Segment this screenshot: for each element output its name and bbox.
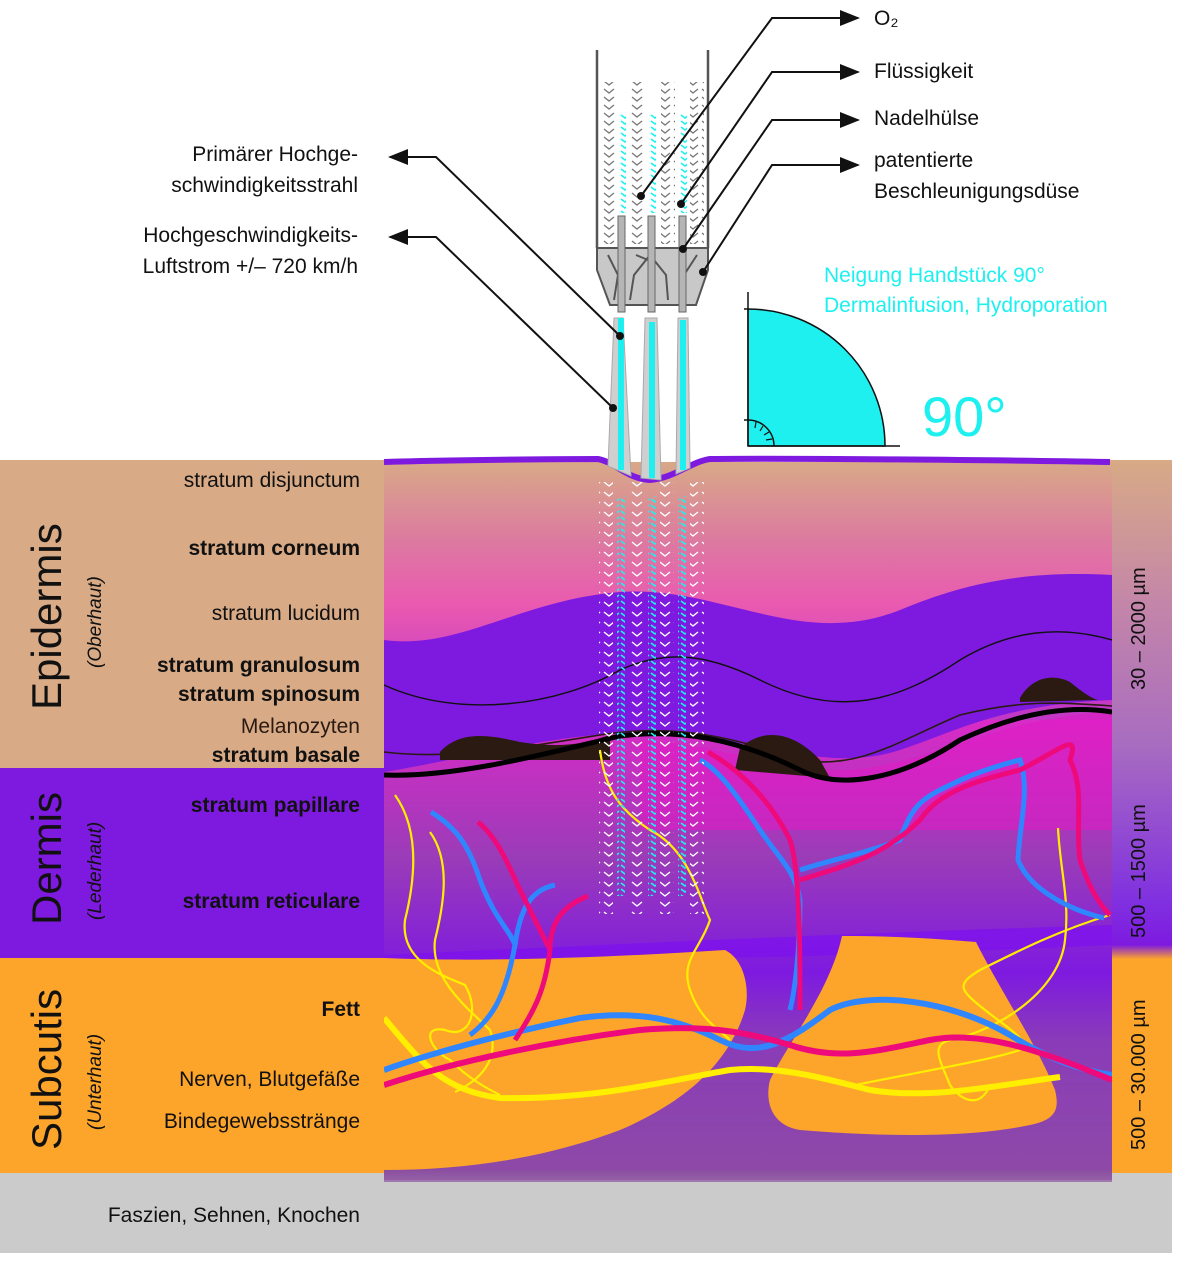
primary-jet	[680, 320, 686, 470]
subcutis-band	[0, 958, 384, 1173]
stratum-reticulare: stratum reticulare	[182, 890, 360, 913]
epidermis-thickness: 30 – 2000 µm	[1128, 567, 1150, 690]
melanocytes-label: Melanozyten	[240, 715, 360, 738]
skin-cross-section	[384, 462, 1112, 1182]
melanocyte	[1020, 677, 1098, 702]
dermis-thickness: 500 – 1500 µm	[1128, 804, 1150, 938]
stratum-papillare: stratum papillare	[190, 794, 360, 817]
stratum-disjunctum: stratum disjunctum	[183, 469, 360, 492]
airflow-column	[629, 482, 643, 914]
stratum-basale: stratum basale	[211, 744, 360, 767]
dermis-subtitle: (Lederhaut)	[85, 821, 106, 920]
needle-sleeve	[678, 215, 687, 313]
label-o2: O₂	[874, 7, 899, 30]
airflow-column	[599, 482, 613, 914]
liquid-column	[619, 113, 626, 213]
epidermis-title: Epidermis	[23, 523, 70, 710]
arteries	[384, 742, 1112, 1088]
label-nozzle-line1: patentierte	[874, 149, 974, 172]
label-airflow-line2: Luftstrom +/– 720 km/h	[142, 255, 358, 278]
angle-info-line1: Neigung Handstück 90°	[824, 264, 1045, 287]
liquid-column	[649, 113, 656, 213]
subcutis-thickness: 500 – 30.000 µm	[1128, 999, 1150, 1150]
epidermis-subtitle: (Oberhaut)	[85, 576, 106, 668]
label-primary-jet-line2: schwindigkeitsstrahl	[171, 174, 358, 197]
angle-info-line2: Dermalinfusion, Hydroporation	[824, 294, 1108, 317]
stratum-wave-band	[384, 574, 1112, 772]
primary-jet	[618, 318, 624, 470]
handpiece	[595, 50, 710, 481]
liquid-jet	[678, 496, 686, 896]
airflow-column	[690, 482, 704, 914]
label-liquid: Flüssigkeit	[874, 60, 974, 83]
callout-lines	[388, 10, 860, 409]
nerves-vessels-label: Nerven, Blutgefäße	[179, 1068, 360, 1091]
penetrating-jets	[599, 482, 704, 914]
callout-dots	[609, 192, 707, 412]
label-needle-sleeve: Nadelhülse	[874, 107, 980, 130]
label-nozzle-line2: Beschleunigungsdüse	[874, 180, 1080, 203]
stratum-lucidum: stratum lucidum	[211, 602, 360, 625]
skin-surface	[383, 455, 1111, 484]
liquid-jet	[648, 496, 656, 896]
airflow-column	[660, 482, 674, 914]
dermis-title: Dermis	[23, 792, 70, 925]
primary-jet	[649, 322, 655, 478]
right-angle-arc-icon	[747, 419, 775, 447]
fat-lobule	[384, 950, 747, 1170]
label-primary-jet-line1: Primärer Hochge-	[192, 143, 358, 166]
needle-sleeve	[617, 215, 626, 313]
epidermis-band	[0, 460, 384, 768]
basement-membrane	[384, 706, 1112, 783]
liquid-jet	[617, 496, 625, 896]
granulosum-line	[384, 631, 1112, 706]
melanocyte	[440, 735, 610, 760]
subcutis-subtitle: (Unterhaut)	[85, 1033, 106, 1130]
nerve-main	[384, 1016, 1061, 1102]
base-band	[0, 1173, 1172, 1253]
stratum-spinosum: stratum spinosum	[177, 683, 360, 706]
thickness-scale-bar	[1110, 460, 1172, 1173]
angle-value: 90°	[922, 385, 1007, 448]
melanocyte	[735, 735, 830, 778]
subcutis-title: Subcutis	[23, 988, 70, 1150]
label-airflow-line1: Hochgeschwindigkeits-	[143, 224, 358, 247]
angle-indicator	[744, 292, 900, 447]
connective-tissue-label: Bindegewebsstränge	[163, 1110, 360, 1133]
stratum-granulosum: stratum granulosum	[156, 654, 360, 677]
fat-label: Fett	[321, 998, 361, 1021]
dermis-band	[0, 768, 384, 958]
liquid-column	[680, 113, 687, 213]
base-label: Faszien, Sehnen, Knochen	[107, 1204, 360, 1227]
stratum-corneum: stratum corneum	[188, 537, 360, 560]
needle-sleeve	[647, 215, 656, 313]
